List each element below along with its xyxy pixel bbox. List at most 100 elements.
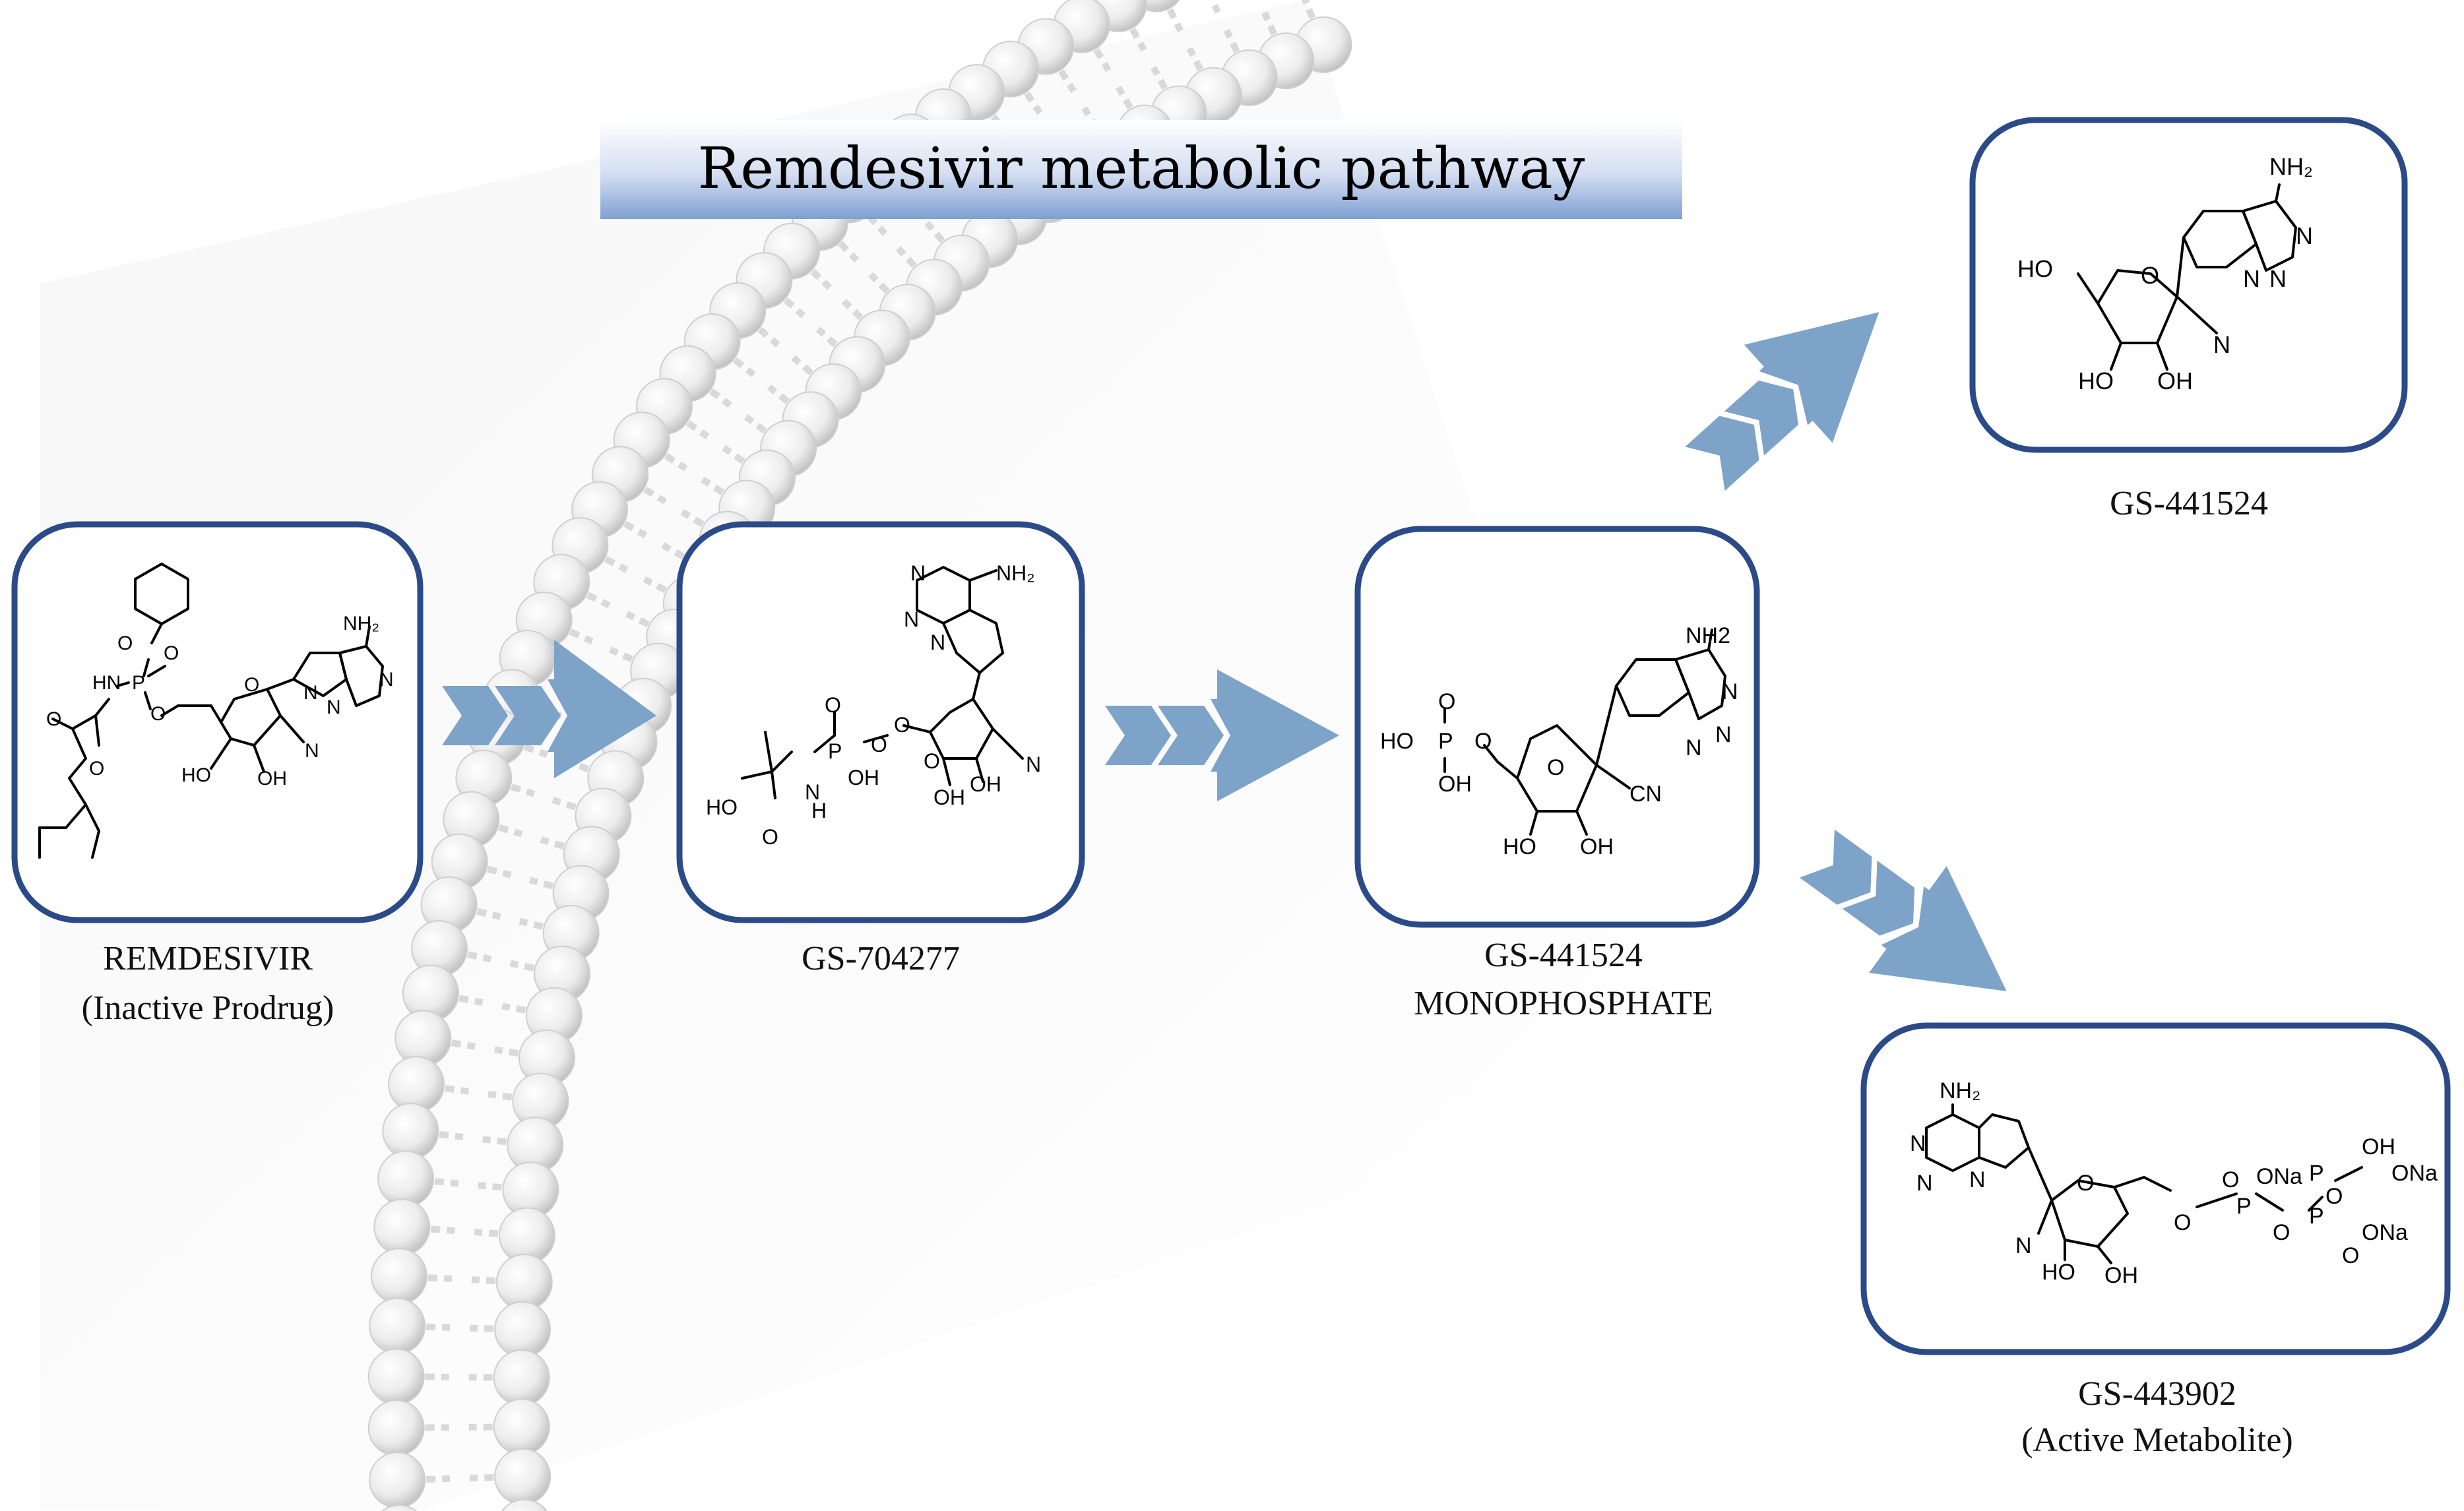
svg-text:O: O — [2325, 1184, 2343, 1209]
lipid-head — [501, 1498, 548, 1511]
svg-text:N: N — [2296, 222, 2313, 249]
lipid-head — [369, 1297, 426, 1355]
svg-text:N: N — [1715, 722, 1732, 747]
svg-text:N: N — [1026, 753, 1041, 776]
svg-text:HO: HO — [2078, 367, 2114, 394]
svg-text:O: O — [2077, 1171, 2094, 1196]
lipid-head — [367, 1400, 425, 1457]
svg-text:P: P — [2309, 1204, 2324, 1229]
svg-text:HO: HO — [706, 795, 738, 819]
arrow-up-to-gs441524 — [1685, 312, 1880, 491]
svg-text:O: O — [2174, 1210, 2191, 1235]
svg-text:HO: HO — [2042, 1260, 2075, 1285]
svg-text:O: O — [46, 708, 61, 730]
svg-text:N: N — [327, 696, 341, 718]
gs443902-structure — [1925, 1103, 2363, 1264]
svg-text:N: N — [904, 607, 919, 631]
svg-text:N: N — [1722, 679, 1738, 704]
svg-text:H: H — [811, 799, 827, 822]
svg-text:N: N — [1910, 1131, 1926, 1156]
svg-text:OH: OH — [257, 768, 287, 789]
structure-frame — [1860, 1022, 2451, 1355]
svg-text:O: O — [825, 693, 841, 717]
svg-text:N: N — [305, 740, 319, 762]
svg-text:O: O — [1474, 729, 1492, 754]
svg-text:NH₂: NH₂ — [1940, 1078, 1980, 1103]
svg-text:HO: HO — [1380, 729, 1414, 754]
svg-text:NH₂: NH₂ — [343, 613, 379, 634]
compound-name: GS-704277 — [802, 940, 960, 977]
gs704277-structure — [741, 566, 1024, 799]
svg-text:O: O — [1438, 689, 1455, 714]
svg-text:NH2: NH2 — [1686, 623, 1730, 648]
structure-frame — [676, 521, 1085, 923]
svg-text:OH: OH — [1580, 834, 1614, 859]
svg-text:N: N — [2213, 331, 2230, 358]
arrow-gs704277-to-gs441524mp — [1105, 669, 1339, 801]
svg-text:NH₂: NH₂ — [996, 561, 1035, 585]
svg-text:ONa: ONa — [2256, 1164, 2302, 1189]
svg-text:O: O — [117, 632, 133, 654]
svg-text:O: O — [150, 703, 166, 725]
svg-text:O: O — [762, 825, 778, 849]
title-band — [600, 120, 1682, 219]
arrow-down-to-gs443902 — [1799, 829, 2007, 991]
structure-frame — [1969, 117, 2408, 453]
compound-subtitle: MONOPHOSPHATE — [1414, 985, 1713, 1022]
remdesivir-atom-labels: O HN P O O O O O NH₂ N N N HO OH N — [46, 613, 394, 789]
svg-text:OH: OH — [2362, 1134, 2395, 1159]
svg-text:N: N — [2269, 265, 2287, 292]
gs441524mp-structure — [1443, 629, 1726, 836]
svg-text:ONa: ONa — [2391, 1161, 2438, 1186]
svg-text:N: N — [910, 561, 926, 585]
svg-text:N: N — [1916, 1171, 1933, 1196]
svg-text:O: O — [871, 733, 887, 756]
gs704277-atom-labels: NH₂ N N N HO O H N P O O OH O O OH OH N — [706, 561, 1041, 849]
lipid-tail — [1208, 0, 1221, 14]
svg-text:ONa: ONa — [2362, 1220, 2408, 1245]
svg-text:CN: CN — [1629, 782, 1662, 807]
compound-card-gs704277: NH₂ N N N HO O H N P O O OH O O OH OH N … — [676, 521, 1085, 977]
svg-text:HO: HO — [2017, 255, 2053, 282]
svg-text:N: N — [805, 780, 820, 804]
svg-text:O: O — [89, 758, 104, 780]
diagram-title: Remdesivir metabolic pathway — [698, 136, 1585, 202]
compound-name: GS-441524 — [2110, 485, 2268, 522]
svg-text:O: O — [2141, 262, 2159, 289]
arrows — [442, 312, 2007, 991]
svg-text:HO: HO — [181, 764, 211, 786]
svg-text:N: N — [2015, 1233, 2032, 1258]
compound-card-remdesivir: O HN P O O O O O NH₂ N N N HO OH N REMDE… — [11, 521, 424, 1027]
remdesivir-structure — [38, 563, 384, 859]
svg-text:N: N — [1969, 1167, 1986, 1192]
lipid-head — [493, 1398, 550, 1456]
arrow-remdesivir-to-gs704277 — [442, 640, 656, 778]
lipid-head — [382, 1103, 439, 1160]
compound-card-gs441524-monophosphate: NH2 N N N O HO P O OH O CN HO OH GS-4415… — [1354, 526, 1760, 1022]
structure-frame — [11, 521, 424, 923]
lipid-head — [369, 1452, 426, 1509]
compound-card-gs443902: NH₂ N N N O N HO OH O O P ONa O P OH ONa… — [1860, 1022, 2451, 1459]
svg-text:P: P — [1438, 729, 1453, 754]
svg-text:HO: HO — [1503, 834, 1536, 859]
svg-text:O: O — [924, 749, 940, 773]
svg-text:O: O — [2222, 1167, 2239, 1192]
gs441524-atom-labels: NH₂ N N N HO O N HO OH — [2017, 153, 2313, 394]
svg-text:OH: OH — [933, 786, 965, 809]
compound-name: REMDESIVIR — [103, 940, 313, 977]
title-banner: Remdesivir metabolic pathway — [600, 120, 1682, 219]
svg-text:P: P — [132, 672, 145, 694]
svg-text:OH: OH — [2157, 367, 2193, 394]
compound-subtitle: (Inactive Prodrug) — [82, 989, 334, 1027]
svg-text:OH: OH — [848, 766, 879, 789]
svg-text:O: O — [1547, 755, 1564, 780]
gs441524mp-atom-labels: NH2 N N N O HO P O OH O CN HO OH — [1380, 623, 1738, 859]
svg-text:N: N — [2243, 265, 2260, 292]
svg-text:OH: OH — [1438, 772, 1472, 797]
svg-text:P: P — [2236, 1194, 2252, 1219]
compound-name: GS-443902 — [2078, 1375, 2236, 1413]
compound-card-gs441524: NH₂ N N N HO O N HO OH GS-441524 — [1969, 117, 2408, 522]
svg-text:OH: OH — [2104, 1263, 2138, 1288]
compound-subtitle: (Active Metabolite) — [2021, 1421, 2293, 1459]
